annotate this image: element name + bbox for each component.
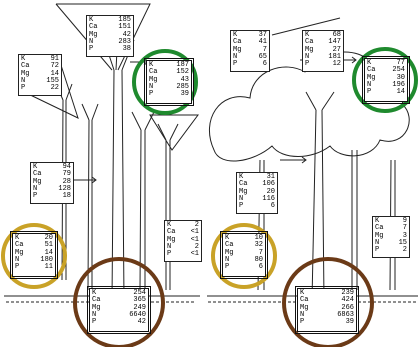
right-main-trunk — [306, 92, 334, 300]
left-tree-b — [82, 104, 98, 290]
left-main-trunk — [112, 70, 124, 300]
left-tree-d — [158, 124, 178, 290]
